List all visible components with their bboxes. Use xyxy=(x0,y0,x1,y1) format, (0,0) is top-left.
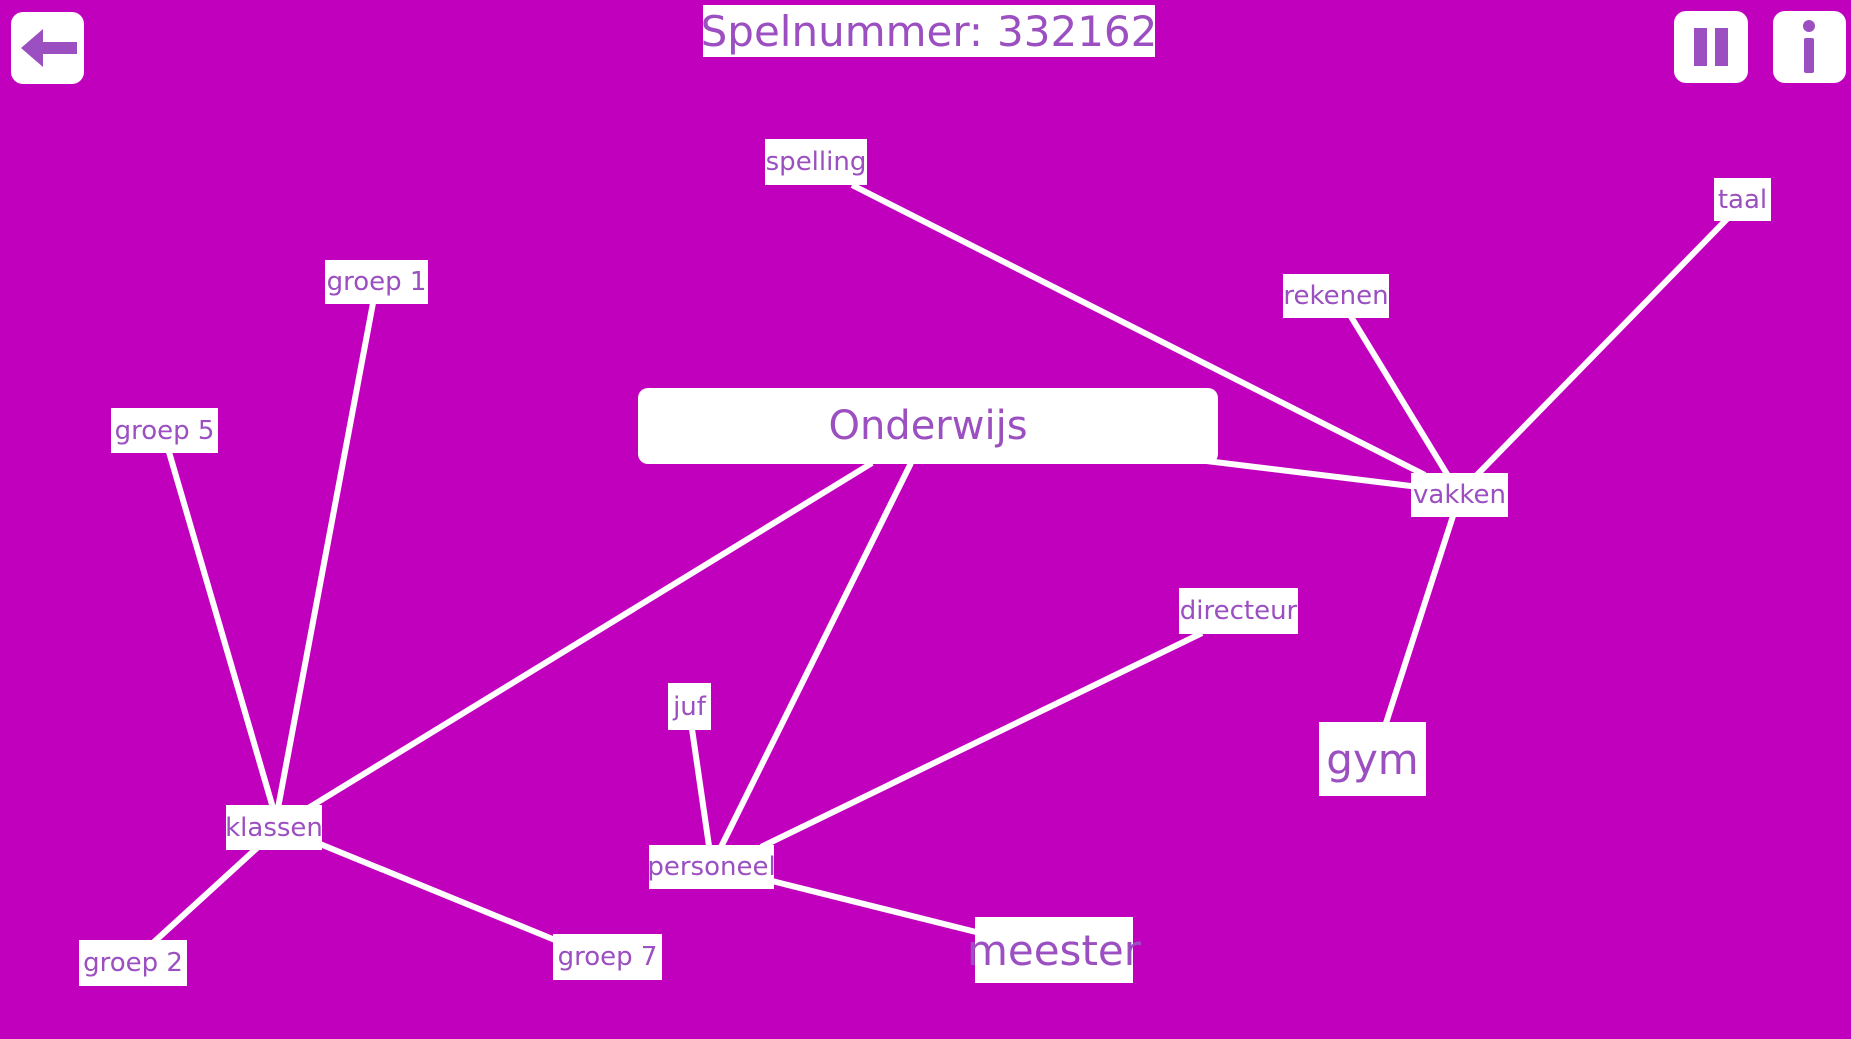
game-number-label: Spelnummer: 332162 xyxy=(700,5,1158,57)
link-klassen-groep1 xyxy=(275,302,376,809)
link-klassen-groep2 xyxy=(151,845,260,945)
word-node-gym[interactable]: gym xyxy=(1319,722,1426,796)
word-node-taal[interactable]: taal xyxy=(1714,178,1771,221)
word-node-spelling[interactable]: spelling xyxy=(765,139,867,185)
word-node-groep-5[interactable]: groep 5 xyxy=(111,408,218,453)
link-vakken-taal xyxy=(1470,216,1730,482)
link-onderwijs-klassen xyxy=(303,460,874,813)
info-button[interactable] xyxy=(1773,11,1846,83)
word-node-directeur[interactable]: directeur xyxy=(1179,588,1298,634)
word-node-groep-2[interactable]: groep 2 xyxy=(79,940,187,986)
word-node-personeel[interactable]: personeel xyxy=(647,845,776,889)
word-node-groep-7[interactable]: groep 7 xyxy=(553,934,662,980)
link-personeel-directeur xyxy=(759,630,1204,850)
link-vakken-spelling xyxy=(850,182,1427,478)
game-number-value: 332162 xyxy=(997,6,1158,56)
back-button[interactable] xyxy=(11,12,84,84)
link-klassen-groep7 xyxy=(318,841,557,943)
link-onderwijs-personeel xyxy=(718,461,914,849)
link-personeel-meester xyxy=(771,878,977,935)
game-number-caption: Spelnummer: xyxy=(700,6,984,56)
link-klassen-groep5 xyxy=(166,451,276,809)
word-node-vakken[interactable]: vakken xyxy=(1411,473,1508,517)
info-icon xyxy=(1803,20,1815,73)
word-node-klassen[interactable]: klassen xyxy=(225,805,323,850)
link-vakken-gym xyxy=(1383,515,1456,724)
word-node-groep-1[interactable]: groep 1 xyxy=(325,260,428,304)
pause-icon xyxy=(1694,28,1728,66)
word-node-juf[interactable]: juf xyxy=(668,683,711,730)
center-node-onderwijs[interactable]: Onderwijs xyxy=(638,388,1218,464)
link-vakken-rekenen xyxy=(1347,313,1453,481)
arrow-left-icon xyxy=(21,29,77,67)
word-node-rekenen[interactable]: rekenen xyxy=(1283,274,1389,318)
word-node-meester[interactable]: meester xyxy=(967,917,1141,983)
link-personeel-juf xyxy=(689,728,712,847)
pause-button[interactable] xyxy=(1674,11,1748,83)
